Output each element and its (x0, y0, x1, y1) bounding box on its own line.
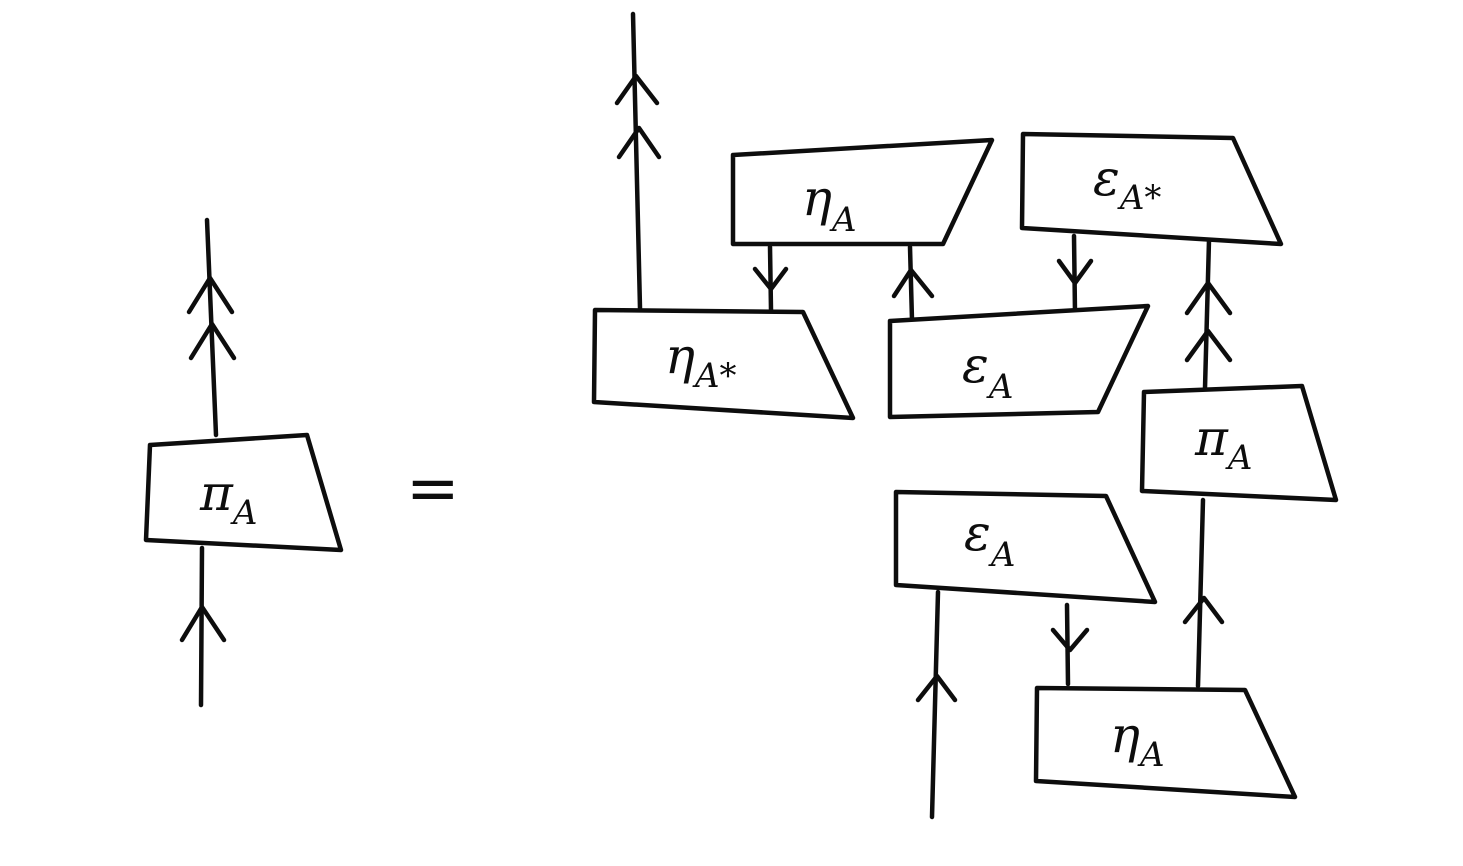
box-pi-a-right: πA (1139, 383, 1339, 503)
box-subscript: A (230, 493, 258, 533)
svg-text:ηA: ηA (1110, 706, 1165, 775)
down-arrow-icon (1050, 627, 1090, 653)
svg-text:ηA: ηA (802, 169, 857, 240)
box-symbol: π (1194, 409, 1229, 467)
box-subscript: A* (1117, 178, 1162, 218)
box-lhs-pi-a: πA (143, 432, 344, 553)
down-arrow-icon (752, 266, 789, 292)
box-subscript: A (988, 535, 1016, 575)
rhs-double-arrow-icon (614, 73, 662, 160)
box-symbol: ε (964, 504, 991, 562)
box-symbol: η (802, 169, 832, 227)
svg-text:εA*: εA* (1093, 149, 1161, 218)
box-eta-a-bottom: ηA (1033, 685, 1298, 800)
box-eta-a-top: ηA (730, 137, 995, 247)
wire-eta-top-to-eta-astar (767, 244, 774, 313)
box-symbol: η (665, 327, 695, 385)
down-arrow-icon (1056, 258, 1094, 286)
box-symbol: ε (962, 336, 989, 394)
wire-eps-astar-to-eps-mid (1071, 233, 1078, 316)
box-subscript: A (1225, 438, 1253, 478)
box-eta-a-star: ηA* (591, 307, 856, 421)
up-arrow-icon (891, 267, 935, 299)
wire-eta-top-to-eps-mid (907, 244, 915, 323)
rhs-wires (614, 11, 1233, 820)
box-eps-a-star: εA* (1019, 131, 1284, 247)
box-subscript: A (829, 200, 857, 240)
lhs-up-arrow-icon (179, 604, 227, 643)
box-symbol: π (199, 464, 234, 522)
svg-text:πA: πA (199, 464, 257, 533)
lhs-input-wire (198, 545, 205, 708)
wire-pi-right-to-eta-bottom (1195, 497, 1206, 689)
double-up-arrow-icon (1184, 280, 1233, 363)
svg-text:εA: εA (964, 504, 1015, 575)
box-eps-a-mid: εA (887, 303, 1151, 420)
lhs-diagram: πA (143, 217, 344, 708)
lhs-double-arrow-icon (186, 275, 237, 361)
up-arrow-icon (1182, 595, 1225, 625)
svg-text:ηA*: ηA* (665, 327, 737, 396)
rhs-output-wire (630, 11, 643, 311)
box-symbol: η (1110, 706, 1140, 764)
up-arrow-icon (915, 673, 958, 703)
svg-text:πA: πA (1194, 409, 1252, 478)
box-subscript: A (1137, 735, 1165, 775)
wire-eps-astar-to-pi-right (1202, 237, 1212, 391)
box-subscript: A* (692, 356, 737, 396)
box-eps-a-low: εA (893, 489, 1158, 605)
equals-sign: = (406, 452, 460, 526)
rhs-input-wire (929, 589, 941, 820)
box-symbol: ε (1093, 149, 1120, 207)
box-subscript: A (986, 367, 1014, 407)
svg-text:εA: εA (962, 336, 1013, 407)
